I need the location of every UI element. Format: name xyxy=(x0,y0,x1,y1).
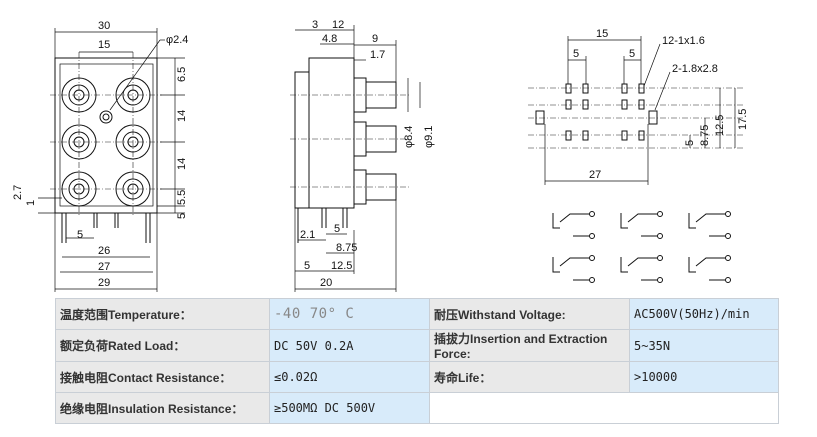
dim-5-5: 5.5 xyxy=(176,190,188,205)
spec-empty-cell xyxy=(429,392,779,424)
dim-14a: 14 xyxy=(176,110,188,122)
switch-schematics xyxy=(552,211,731,283)
footprint-holes xyxy=(535,83,658,141)
dim-4-8: 4.8 xyxy=(322,33,337,45)
dim-fp-v8-75: 8.75 xyxy=(699,125,711,146)
dim-2-1: 2.1 xyxy=(300,229,315,241)
spec-value-temperature: -40 70° C xyxy=(269,298,430,330)
dim-fp-hole1: 12-1x1.6 xyxy=(662,35,705,47)
spec-row: 绝缘电阻Insulation Resistance： ≥500MΩ DC 500… xyxy=(55,392,779,424)
dim-1-7: 1.7 xyxy=(370,49,385,61)
spec-label-withstand-voltage: 耐压Withstand Voltage: xyxy=(429,298,630,330)
schematic-jack-4 xyxy=(552,255,595,283)
side-view: 3 12 4.8 9 1.7 φ8.4 φ9.1 2.1 5 8.75 5 12… xyxy=(290,19,435,292)
dim-12-5: 12.5 xyxy=(331,260,352,272)
spec-value-withstand-voltage: AC500V(50Hz)/min xyxy=(629,298,779,330)
dim-phi9-1: φ9.1 xyxy=(423,126,435,148)
spec-label-temperature: 温度范围Temperature： xyxy=(55,298,270,330)
dim-8-75: 8.75 xyxy=(336,242,357,254)
spec-row: 额定负荷Rated Load： DC 50V 0.2A 插拔力Insertion… xyxy=(55,329,779,362)
spec-table: 温度范围Temperature： -40 70° C 耐压Withstand V… xyxy=(55,298,779,424)
front-body xyxy=(54,57,158,214)
spec-label-insertion-force: 插拔力Insertion and Extraction Force: xyxy=(429,329,630,362)
dim-29: 29 xyxy=(98,277,110,289)
schematic-jack-2 xyxy=(620,211,663,239)
pcb-footprint: 15 5 5 12-1x1.6 2-1.8x2.8 5 8.75 12.5 17… xyxy=(528,28,749,185)
dim-fp-5b: 5 xyxy=(629,48,635,60)
schematic-jack-3 xyxy=(688,211,731,239)
spec-value-life: >10000 xyxy=(629,361,779,393)
dim-5-side2: 5 xyxy=(304,260,310,272)
front-view: 30 15 φ2.4 6.5 14 14 5.5 5 2.7 1 5 26 27… xyxy=(12,20,188,292)
spec-value-insulation-resistance: ≥500MΩ DC 500V xyxy=(269,392,430,424)
dim-5-bottom: 5 xyxy=(77,229,83,241)
dim-3: 3 xyxy=(312,19,318,31)
spec-value-insertion-force: 5~35N xyxy=(629,329,779,362)
dim-5: 5 xyxy=(176,213,188,219)
dim-fp-15: 15 xyxy=(596,28,608,40)
dim-fp-v5: 5 xyxy=(684,140,696,146)
dim-phi2-4: φ2.4 xyxy=(166,34,188,46)
dim-9: 9 xyxy=(372,33,378,45)
dim-27: 27 xyxy=(98,261,110,273)
dim-fp-27: 27 xyxy=(589,169,601,181)
side-panel xyxy=(294,71,310,209)
schematic-jack-6 xyxy=(688,255,731,283)
spec-value-rated-load: DC 50V 0.2A xyxy=(269,329,430,362)
spec-label-insulation-resistance: 绝缘电阻Insulation Resistance： xyxy=(55,392,270,424)
dim-14b: 14 xyxy=(176,158,188,170)
spec-row: 接触电阻Contact Resistance： ≤0.02Ω 寿命Life： >… xyxy=(55,361,779,393)
spec-label-life: 寿命Life： xyxy=(429,361,630,393)
dim-1: 1 xyxy=(25,200,37,206)
side-body xyxy=(308,57,355,209)
dim-30: 30 xyxy=(98,20,110,32)
spec-row: 温度范围Temperature： -40 70° C 耐压Withstand V… xyxy=(55,298,779,330)
dim-fp-v17-5: 17.5 xyxy=(737,109,749,130)
dim-6-5: 6.5 xyxy=(176,67,188,82)
dim-2-7: 2.7 xyxy=(12,185,24,200)
dim-5-side: 5 xyxy=(334,223,340,235)
dim-fp-5a: 5 xyxy=(573,48,579,60)
dim-12: 12 xyxy=(332,19,344,31)
technical-drawing: 30 15 φ2.4 6.5 14 14 5.5 5 2.7 1 5 26 27… xyxy=(12,19,749,292)
spec-label-rated-load: 额定负荷Rated Load： xyxy=(55,329,270,362)
schematic-jack-1 xyxy=(552,211,595,239)
dim-fp-v12-5: 12.5 xyxy=(714,115,726,136)
dim-20: 20 xyxy=(320,277,332,289)
dim-fp-hole2: 2-1.8x2.8 xyxy=(672,63,718,75)
spec-label-contact-resistance: 接触电阻Contact Resistance： xyxy=(55,361,270,393)
dim-phi8-4: φ8.4 xyxy=(403,126,415,148)
dim-26: 26 xyxy=(98,245,110,257)
schematic-jack-5 xyxy=(620,255,663,283)
spec-value-contact-resistance: ≤0.02Ω xyxy=(269,361,430,393)
dim-15: 15 xyxy=(98,39,110,51)
front-inner-frame xyxy=(59,63,154,207)
